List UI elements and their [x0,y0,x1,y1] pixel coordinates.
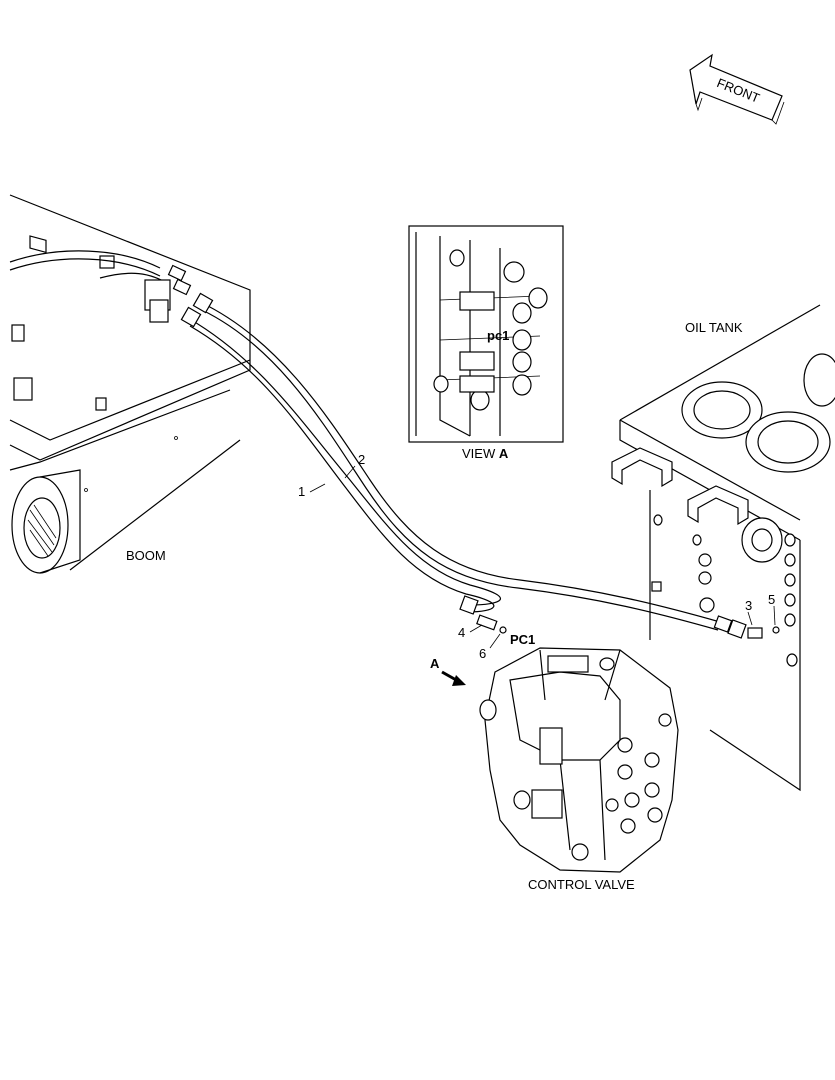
view-a-arrow-label: A [430,656,440,671]
view-a-caption: VIEW A [462,446,509,461]
part-number-2: 2 [358,452,365,467]
hose-1 [180,306,502,613]
view-a-arrow: A [430,656,466,686]
part-number-3: 3 [745,598,752,613]
callout-2: 2 [344,452,365,479]
part-number-4: 4 [458,625,465,640]
hose-2 [192,292,733,633]
control-valve: CONTROL VALVE [479,647,679,892]
boom-structure: BOOM [9,194,251,574]
fitting-6: 6 PC1 [479,626,535,661]
part-number-1: 1 [298,484,305,499]
boom-label: BOOM [126,548,166,563]
control-valve-label: CONTROL VALVE [528,877,635,892]
part-number-6: 6 [479,646,486,661]
fitting-4: 4 [458,595,498,640]
front-arrow: FRONT [689,53,785,125]
view-a-spools [433,249,548,411]
view-a-port-label: pc1 [487,328,509,343]
oil-tank-label: OIL TANK [685,320,743,335]
view-a-inset: pc1 [408,225,564,443]
boom-hose-bundle [9,250,192,323]
part-number-5: 5 [768,592,775,607]
port-pc1-label: PC1 [510,632,535,647]
callout-1: 1 [298,483,326,499]
fitting-5: 5 [768,592,780,634]
fitting-3: 3 [727,598,763,639]
oil-tank: OIL TANK [611,304,835,792]
